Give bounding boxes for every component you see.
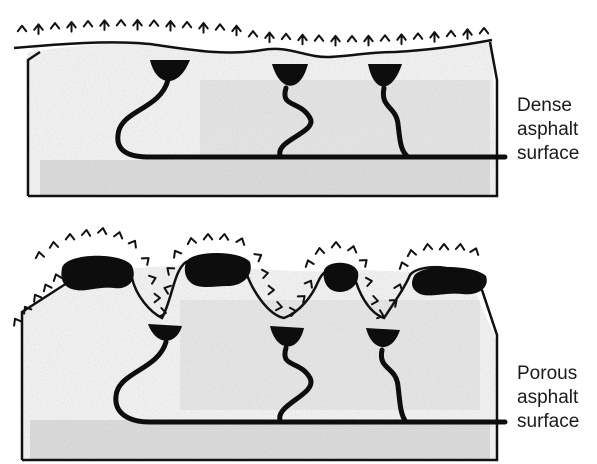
airflow-arrow-icon (67, 22, 75, 32)
airflow-arrow-icon (199, 23, 207, 33)
label-line: surface (517, 142, 579, 166)
airflow-arrow-icon (463, 29, 471, 39)
airflow-arrow-icon (381, 35, 389, 40)
airflow-arrow-icon (298, 35, 306, 45)
binder-coating (61, 256, 133, 291)
airflow-arrow-icon (232, 26, 240, 36)
label-line: Porous (517, 362, 579, 386)
airflow-arrow-icon (114, 232, 122, 238)
porous-asphalt-label: Porous asphalt surface (517, 362, 579, 434)
airflow-arrow-icon (430, 32, 438, 42)
airflow-arrow-icon (236, 238, 244, 245)
airflow-arrow-icon (480, 28, 488, 33)
label-line: surface (517, 410, 579, 434)
airflow-arrow-icon (34, 24, 42, 34)
airflow-arrow-icon (360, 260, 367, 267)
airflow-arrow-icon (44, 285, 52, 292)
airflow-arrow-icon (331, 36, 339, 46)
airflow-arrow-icon (265, 33, 273, 43)
airflow-arrow-icon (18, 26, 26, 31)
binder-coating (185, 253, 251, 287)
airflow-arrow-icon (133, 20, 141, 30)
airflow-arrow-icon (188, 238, 196, 244)
airflow-arrow-icon (82, 230, 90, 236)
airflow-arrow-icon (315, 35, 323, 40)
dense-aggregate-texture (20, 40, 500, 200)
label-line: asphalt (517, 386, 579, 410)
airflow-arrow-icon (36, 252, 44, 258)
airflow-arrow-icon (54, 274, 62, 281)
dense-asphalt-label: Dense asphalt surface (517, 94, 579, 166)
airflow-arrow-icon (282, 34, 290, 39)
airflow-arrow-icon (204, 234, 212, 239)
airflow-arrow-icon (397, 34, 405, 44)
airflow-arrow-icon (440, 244, 448, 249)
airflow-arrow-icon (51, 23, 59, 28)
airflow-arrow-icon (348, 36, 356, 41)
airflow-arrow-icon (254, 254, 261, 261)
airflow-arrow-icon (100, 20, 108, 30)
dense-asphalt-section (14, 20, 505, 200)
airflow-arrow-icon (316, 248, 324, 254)
airflow-arrow-icon (424, 244, 432, 250)
airflow-arrow-icon (249, 31, 257, 36)
airflow-arrow-icon (66, 234, 74, 239)
airflow-arrow-icon (216, 24, 224, 29)
airflow-arrow-icon (348, 246, 356, 252)
airflow-arrow-icon (129, 241, 136, 248)
airflow-arrow-icon (470, 248, 478, 255)
airflow-arrow-icon (150, 20, 158, 25)
airflow-arrow-icon (447, 31, 455, 36)
airflow-arrow-icon (174, 251, 181, 258)
airflow-arrow-icon (408, 250, 416, 256)
airflow-arrow-icon (50, 242, 58, 248)
airflow-arrow-icon (456, 244, 464, 250)
airflow-arrow-icon (14, 319, 21, 326)
label-line: Dense (517, 94, 579, 118)
airflow-arrow-icon (142, 258, 149, 265)
airflow-arrow-icon (400, 262, 408, 269)
airflow-arrow-icon (306, 260, 314, 267)
label-line: asphalt (517, 118, 579, 142)
airflow-arrow-icon (414, 33, 422, 38)
airflow-arrow-icon (117, 20, 125, 25)
airflow-arrow-icon (220, 234, 228, 240)
airflow-arrow-icon (183, 22, 191, 27)
binder-coating (412, 267, 487, 295)
airflow-arrow-icon (332, 242, 340, 247)
airflow-arrow-icon (98, 228, 106, 234)
airflow-arrow-icon (84, 21, 92, 26)
airflow-arrow-icon (364, 36, 372, 46)
porous-asphalt-section (14, 228, 505, 460)
airflow-arrow-icon (166, 21, 174, 31)
